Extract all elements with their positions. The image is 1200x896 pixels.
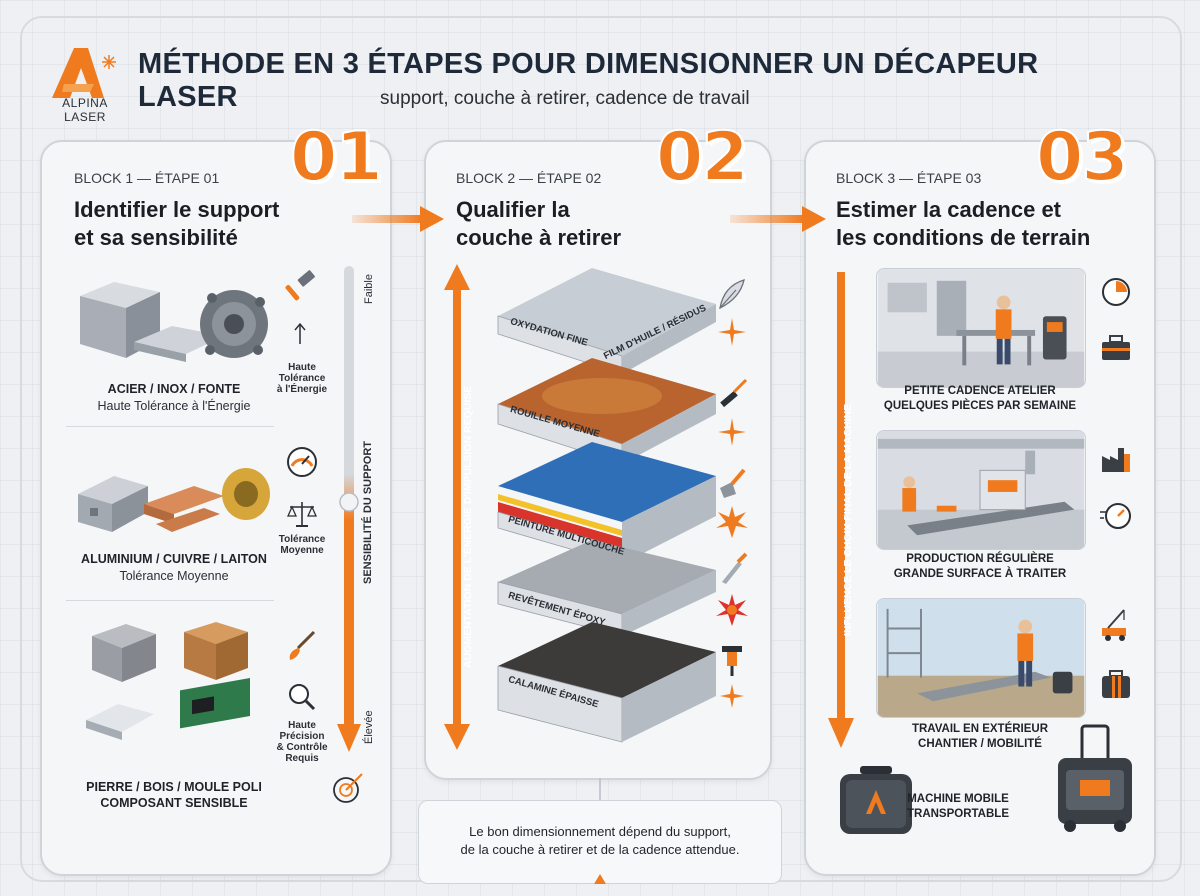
- material-steel-subtitle: Haute Tolérance à l'Énergie: [97, 399, 251, 413]
- step1-to-step2-arrow: [352, 206, 444, 232]
- scale-low-label: Faible: [363, 274, 375, 304]
- scale-high-label: Élevée: [363, 710, 375, 744]
- sensitivity-axis-label: SENSIBILITÉ DU SUPPORT: [362, 440, 374, 584]
- timer-icon: [1100, 503, 1131, 529]
- footer-triangle-icon: [594, 874, 606, 884]
- outdoor-scene: [876, 598, 1086, 718]
- page-title: MÉTHODE EN 3 ÉTAPES POUR DIMENSIONNER UN…: [138, 48, 1039, 113]
- material-separator: [66, 600, 274, 601]
- production-scene: [876, 430, 1086, 550]
- material-separator: [66, 426, 274, 427]
- step3-title-line2: les conditions de terrain: [836, 225, 1091, 250]
- footer-line1: Le bon dimensionnement dépend du support…: [469, 824, 731, 839]
- step2-number: 02: [655, 117, 750, 198]
- scraper-icon: [720, 468, 746, 498]
- transport-case-illustration: [1058, 724, 1132, 832]
- step3-number: 03: [1035, 117, 1130, 198]
- burst-icon: [716, 506, 748, 538]
- suitcase-icon: [1102, 670, 1130, 698]
- machine-choice-label: INFLUENCE LE CHOIX FINAL DE LA MACHINE: [842, 403, 854, 636]
- material-steel-title: ACIER / INOX / FONTE: [107, 382, 241, 396]
- footer-note: Le bon dimensionnement dépend du support…: [418, 800, 782, 884]
- material-alu-subtitle: Tolérance Moyenne: [119, 569, 229, 583]
- material-alu-title: ALUMINIUM / CUIVRE / LAITON: [81, 552, 267, 566]
- step3-title-line1: Estimer la cadence et: [836, 197, 1062, 222]
- step2-title-line1: Qualifier la: [456, 197, 570, 222]
- metal-profiles-illustration: [78, 468, 270, 532]
- step3-label: BLOCK 3 — ÉTAPE 03: [836, 170, 982, 186]
- balance-icon: [286, 502, 318, 527]
- step2-label: BLOCK 2 — ÉTAPE 02: [456, 170, 602, 186]
- target-icon: [333, 773, 363, 803]
- step1-label: BLOCK 1 — ÉTAPE 01: [74, 170, 220, 186]
- spark-icon: [718, 418, 746, 446]
- clock-icon: [1102, 278, 1130, 306]
- coating-layers-illustration: [497, 268, 716, 743]
- hammer-icon: [285, 270, 315, 301]
- sensitive-materials-illustration: [86, 622, 250, 740]
- workshop-scene: [876, 268, 1086, 388]
- spark-icon: [720, 684, 744, 708]
- toolbox-icon: [1102, 335, 1130, 360]
- step1-title-line1: Identifier le support: [74, 197, 280, 222]
- step2-to-step3-arrow: [730, 206, 826, 232]
- up-arrow-icon: [294, 322, 306, 344]
- material-stone-title-line2: COMPOSANT SENSIBLE: [100, 796, 248, 810]
- footer-line2: de la couche à retirer et de la cadence …: [460, 842, 740, 857]
- mobile-machine-illustration: [840, 766, 912, 834]
- impulse-energy-arrow: [444, 264, 470, 750]
- gauge-icon: [287, 447, 317, 477]
- spark-icon: [718, 318, 746, 346]
- explosion-icon: [716, 594, 748, 626]
- step1-number: 01: [289, 117, 384, 198]
- material-stone-title-line1: PIERRE / BOIS / MOULE POLI: [86, 780, 262, 794]
- sensitivity-scale: [337, 266, 361, 752]
- jackhammer-icon: [722, 646, 742, 676]
- page-subtitle: support, couche à retirer, cadence de tr…: [380, 88, 750, 109]
- feather-icon: [719, 279, 745, 310]
- step2-title-line2: couche à retirer: [456, 225, 622, 250]
- footer-connector: [599, 778, 601, 800]
- impulse-energy-label: AUGMENTATION DE L'ÉNERGIE D'IMPULSION RE…: [462, 385, 474, 668]
- step1-title-line2: et sa sensibilité: [74, 225, 238, 250]
- brush-icon: [289, 630, 316, 660]
- wire-brush-icon: [720, 378, 748, 408]
- brand-name: ALPINA LASER: [62, 96, 108, 124]
- alpina-logo: [52, 48, 116, 98]
- factory-icon: [1102, 448, 1130, 472]
- crane-truck-icon: [1102, 609, 1126, 641]
- steel-materials-illustration: [80, 282, 268, 362]
- magnifier-icon: [289, 684, 316, 711]
- machine-choice-arrow: [828, 272, 854, 748]
- knife-icon: [722, 552, 748, 584]
